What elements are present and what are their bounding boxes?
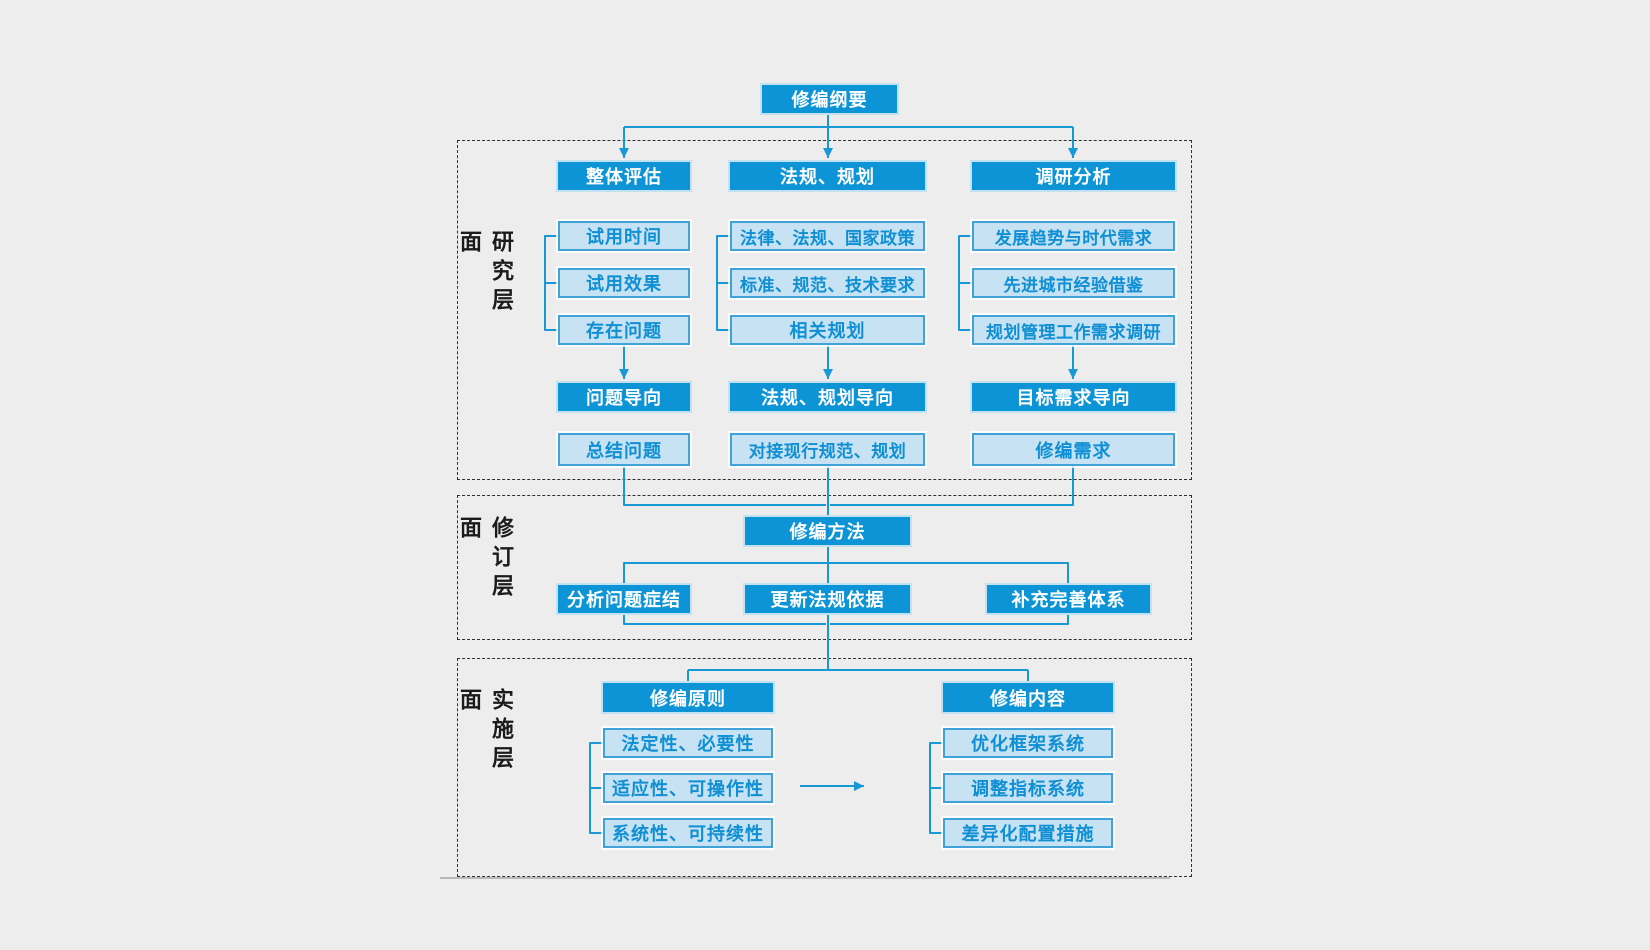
item-development-trends-demands: 发展趋势与时代需求 <box>972 221 1175 251</box>
directive-problem-oriented: 问题导向 <box>558 383 690 411</box>
content-differentiated-measures: 差异化配置措施 <box>943 818 1113 848</box>
principle-systematic-sustainability: 系统性、可持续性 <box>603 818 773 848</box>
box-revision-method: 修编方法 <box>745 517 910 545</box>
item-trial-effect: 试用效果 <box>558 268 690 298</box>
implementation-frame <box>457 658 1192 877</box>
directive-goal-demand-oriented: 目标需求导向 <box>972 383 1175 411</box>
header-revision-principles: 修编原则 <box>603 683 773 712</box>
item-laws-regulations-policies: 法律、法规、国家政策 <box>730 221 925 251</box>
item-planning-management-survey: 规划管理工作需求调研 <box>972 315 1175 345</box>
header-survey-analysis: 调研分析 <box>972 162 1175 190</box>
output-summarize-problems: 总结问题 <box>558 433 690 466</box>
research-frame <box>457 140 1192 480</box>
output-align-standards-planning: 对接现行规范、规划 <box>730 433 925 466</box>
item-related-planning: 相关规划 <box>730 315 925 345</box>
principle-adaptability-operability: 适应性、可操作性 <box>603 773 773 803</box>
item-trial-period: 试用时间 <box>558 221 690 251</box>
method-analyze-problems: 分析问题症结 <box>558 585 690 613</box>
content-adjust-indicators: 调整指标系统 <box>943 773 1113 803</box>
section-label-implementation: 实施层面 <box>457 688 514 775</box>
header-overall-evaluation: 整体评估 <box>558 162 690 190</box>
section-label-research: 研究层面 <box>457 230 514 317</box>
item-advanced-city-experience: 先进城市经验借鉴 <box>972 268 1175 298</box>
header-revision-content: 修编内容 <box>943 683 1113 712</box>
section-label-revision: 修订层面 <box>457 516 514 603</box>
bottom-divider-line <box>440 877 1170 879</box>
method-update-legal-basis: 更新法规依据 <box>745 585 910 613</box>
method-improve-system: 补充完善体系 <box>987 585 1150 613</box>
directive-regulation-planning-oriented: 法规、规划导向 <box>730 383 925 411</box>
output-revision-demand: 修编需求 <box>972 433 1175 466</box>
item-existing-problems: 存在问题 <box>558 315 690 345</box>
principle-legality-necessity: 法定性、必要性 <box>603 728 773 758</box>
header-regulations-planning: 法规、规划 <box>730 162 925 190</box>
revision-frame <box>457 495 1192 640</box>
content-optimize-framework: 优化框架系统 <box>943 728 1113 758</box>
item-standards-specs-requirements: 标准、规范、技术要求 <box>730 268 925 298</box>
box-revision-outline: 修编纲要 <box>762 85 897 113</box>
